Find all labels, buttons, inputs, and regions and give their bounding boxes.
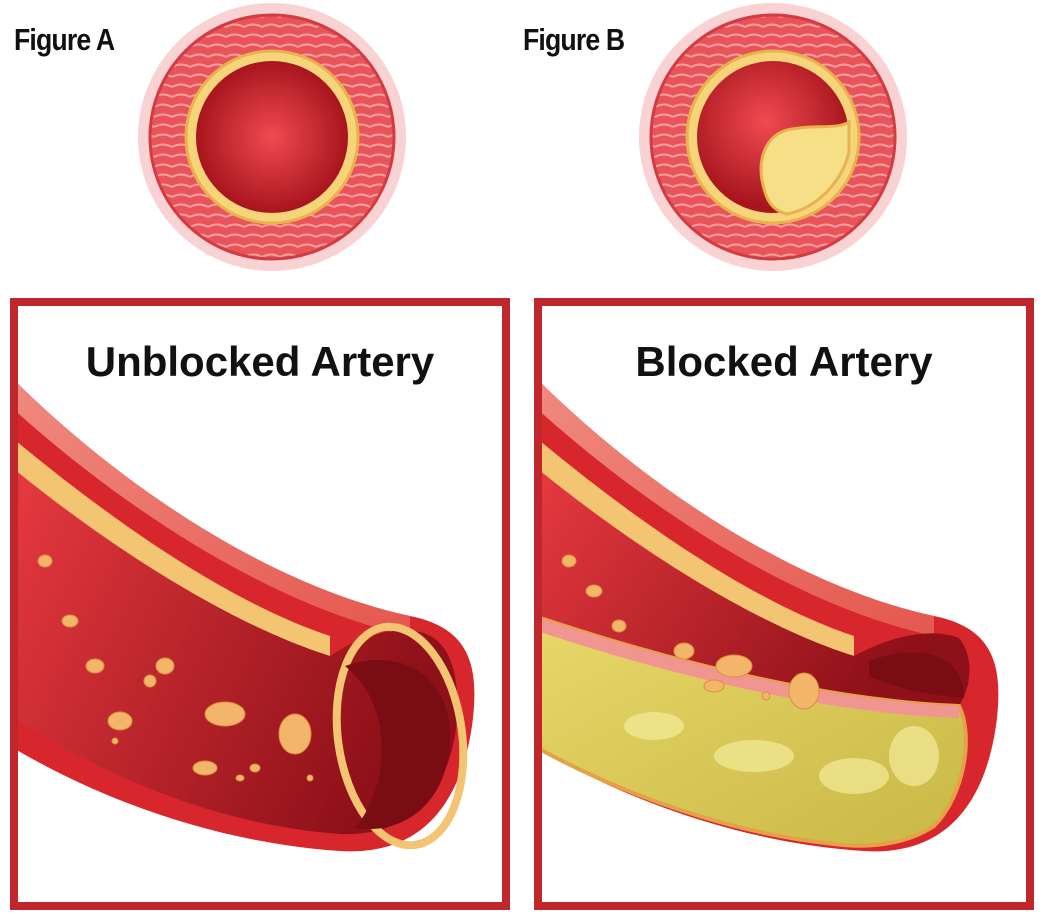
artery-opening-rim — [332, 622, 468, 850]
plaque-buildup — [759, 119, 851, 216]
blocked-artery-panel: Blocked Artery — [534, 298, 1034, 910]
panel-title-unblocked: Unblocked Artery — [85, 338, 435, 385]
unblocked-artery-illustration — [18, 383, 475, 852]
figure-b-label: Figure B — [523, 22, 625, 57]
artery-opening — [869, 652, 964, 698]
artery-cross-section-open — [138, 3, 406, 271]
plaque-cap — [542, 618, 959, 718]
plaque-texture — [624, 712, 939, 794]
artery-opening — [345, 659, 450, 830]
lumen — [196, 61, 348, 213]
blocked-artery-illustration — [542, 383, 999, 852]
blood-particles — [37, 554, 314, 782]
fat-lining-upper — [542, 442, 854, 656]
fat-lining-upper — [18, 442, 330, 656]
panel-title-blocked: Blocked Artery — [635, 338, 933, 385]
artery-upper-wall — [18, 383, 410, 636]
blood-particles — [561, 554, 820, 710]
artery-cross-section-blocked — [639, 3, 907, 271]
figure-a-label: Figure A — [14, 22, 115, 57]
artery-lumen — [18, 472, 458, 835]
artery-upper-wall — [542, 383, 934, 636]
unblocked-artery-panel: Unblocked Artery — [10, 298, 510, 910]
artery-lumen-narrowed — [542, 472, 970, 706]
